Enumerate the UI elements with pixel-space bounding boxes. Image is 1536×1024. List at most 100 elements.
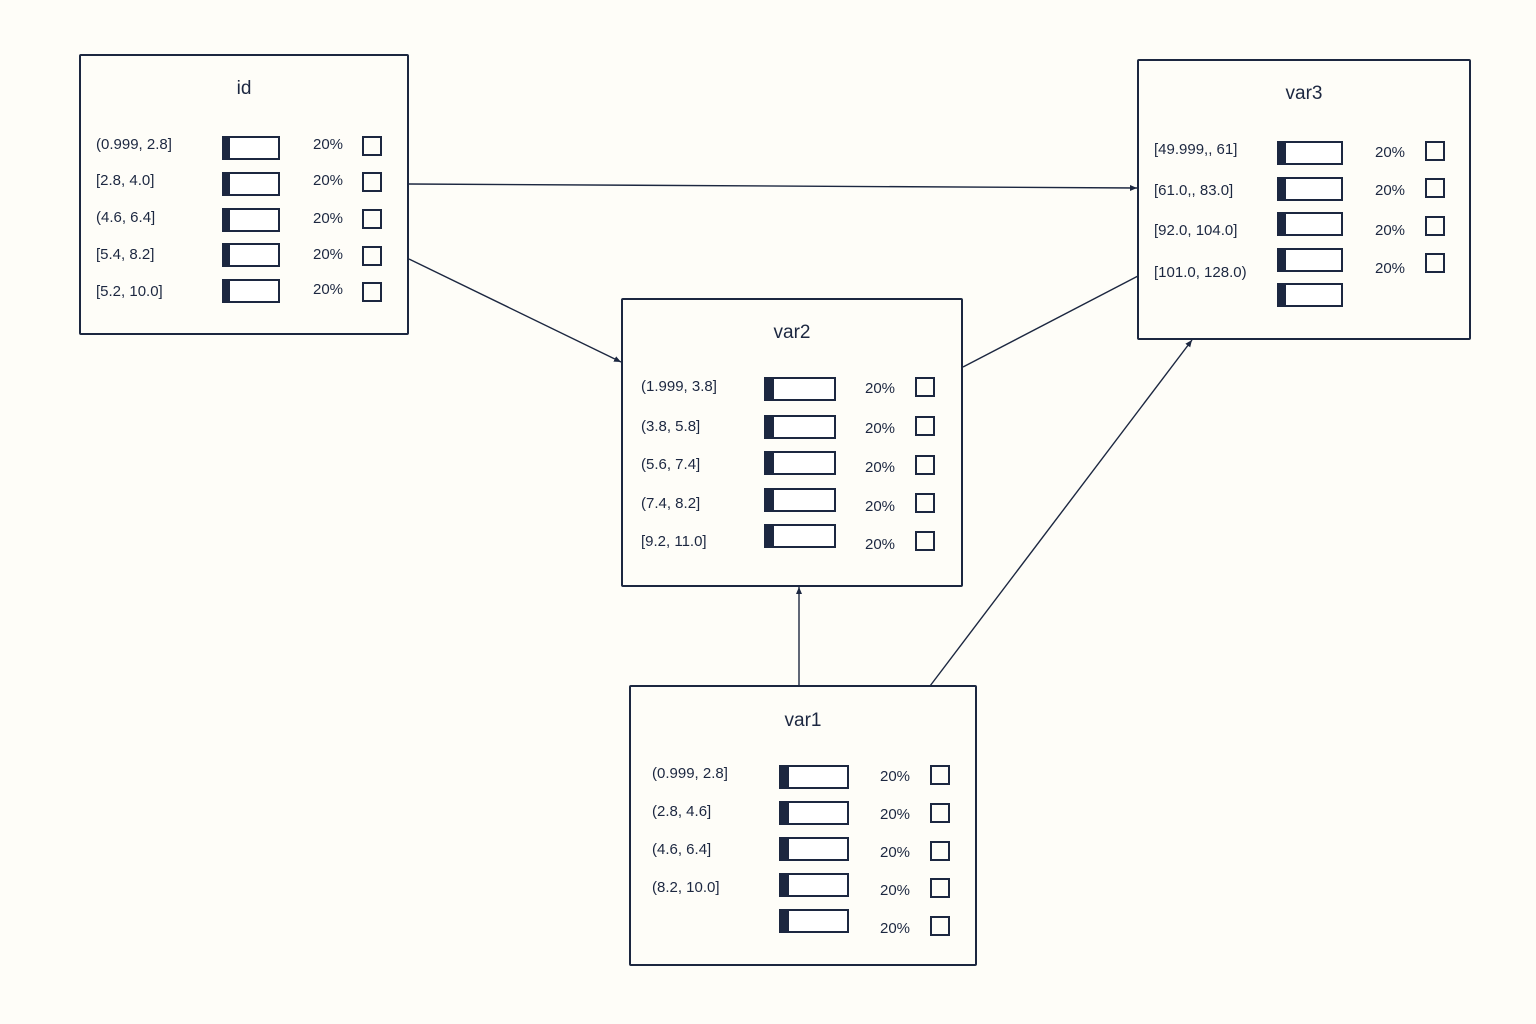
probability-bar xyxy=(779,765,849,789)
probability-bar xyxy=(764,451,836,475)
state-label: (0.999, 2.8] xyxy=(652,765,728,782)
probability-bar xyxy=(222,279,280,303)
node-var3[interactable]: var3 [49.999,, 61] 20% [61.0,, 83.0] 20%… xyxy=(1137,59,1471,340)
state-label: [61.0,, 83.0] xyxy=(1154,182,1234,199)
probability-percent: 20% xyxy=(865,380,896,397)
probability-bar xyxy=(1277,177,1343,201)
probability-percent: 20% xyxy=(313,210,344,227)
state-label: [101.0, 128.0) xyxy=(1154,264,1247,281)
state-checkbox[interactable] xyxy=(362,246,382,266)
probability-percent: 20% xyxy=(880,806,911,823)
probability-fill xyxy=(1279,214,1287,234)
state-checkbox[interactable] xyxy=(915,531,935,551)
probability-fill xyxy=(766,379,775,399)
state-checkbox[interactable] xyxy=(930,878,950,898)
probability-fill xyxy=(224,281,231,301)
state-checkbox[interactable] xyxy=(362,172,382,192)
edge-id-to-var2 xyxy=(408,258,622,363)
state-checkbox[interactable] xyxy=(915,377,935,397)
state-label: (1.999, 3.8] xyxy=(641,378,717,395)
state-checkbox[interactable] xyxy=(1425,253,1445,273)
node-id[interactable]: id (0.999, 2.8] 20% [2.8, 4.0] 20% (4.6,… xyxy=(79,54,409,335)
probability-bar xyxy=(764,488,836,512)
probability-fill xyxy=(224,210,231,230)
probability-percent: 20% xyxy=(865,536,896,553)
state-checkbox[interactable] xyxy=(930,916,950,936)
state-checkbox[interactable] xyxy=(362,209,382,229)
edge-var1-to-var3 xyxy=(929,339,1193,687)
probability-bar xyxy=(764,377,836,401)
node-title: var3 xyxy=(1285,83,1323,104)
probability-percent: 20% xyxy=(1375,182,1406,199)
probability-fill xyxy=(766,453,775,473)
probability-percent: 20% xyxy=(865,498,896,515)
probability-fill xyxy=(224,138,231,158)
probability-fill xyxy=(1279,179,1287,199)
probability-percent: 20% xyxy=(1375,144,1406,161)
probability-percent: 20% xyxy=(865,420,896,437)
state-label: [5.4, 8.2] xyxy=(96,246,155,263)
probability-fill xyxy=(781,767,789,787)
probability-percent: 20% xyxy=(313,281,344,298)
node-var1[interactable]: var1 (0.999, 2.8] 20% (2.8, 4.6] 20% (4.… xyxy=(629,685,977,966)
state-label: [92.0, 104.0] xyxy=(1154,222,1238,239)
state-checkbox[interactable] xyxy=(930,765,950,785)
probability-bar xyxy=(779,801,849,825)
probability-fill xyxy=(224,245,231,265)
probability-fill xyxy=(781,803,789,823)
state-checkbox[interactable] xyxy=(1425,141,1445,161)
state-checkbox[interactable] xyxy=(915,416,935,436)
state-checkbox[interactable] xyxy=(915,455,935,475)
node-title: var1 xyxy=(784,710,822,731)
state-label: [5.2, 10.0] xyxy=(96,283,163,300)
state-label: (5.6, 7.4] xyxy=(641,456,701,473)
probability-bar xyxy=(1277,248,1343,272)
state-label: (3.8, 5.8] xyxy=(641,418,701,435)
probability-percent: 20% xyxy=(880,768,911,785)
probability-fill xyxy=(1279,285,1287,305)
probability-fill xyxy=(224,174,231,194)
probability-fill xyxy=(766,526,775,546)
probability-fill xyxy=(781,875,789,895)
probability-percent: 20% xyxy=(1375,222,1406,239)
probability-percent: 20% xyxy=(865,459,896,476)
probability-percent: 20% xyxy=(880,844,911,861)
probability-bar xyxy=(1277,141,1343,165)
edge-var2-to-var3 xyxy=(962,275,1139,368)
probability-percent: 20% xyxy=(880,882,911,899)
state-checkbox[interactable] xyxy=(930,803,950,823)
probability-fill xyxy=(781,839,789,859)
probability-fill xyxy=(1279,250,1287,270)
node-var2[interactable]: var2 (1.999, 3.8] 20% (3.8, 5.8] 20% (5.… xyxy=(621,298,963,587)
probability-bar xyxy=(1277,212,1343,236)
probability-fill xyxy=(1279,143,1287,163)
state-label: (4.6, 6.4] xyxy=(96,209,156,226)
state-checkbox[interactable] xyxy=(915,493,935,513)
probability-percent: 20% xyxy=(1375,260,1406,277)
edge-id-to-var3 xyxy=(408,183,1138,191)
state-label: [2.8, 4.0] xyxy=(96,172,155,189)
probability-bar xyxy=(764,524,836,548)
state-checkbox[interactable] xyxy=(930,841,950,861)
probability-percent: 20% xyxy=(313,246,344,263)
state-label: (7.4, 8.2] xyxy=(641,495,701,512)
state-label: (8.2, 10.0] xyxy=(652,879,720,896)
probability-bar xyxy=(222,136,280,160)
state-label: (0.999, 2.8] xyxy=(96,136,172,153)
state-checkbox[interactable] xyxy=(1425,178,1445,198)
probability-percent: 20% xyxy=(880,920,911,937)
probability-fill xyxy=(766,490,775,510)
state-checkbox[interactable] xyxy=(362,282,382,302)
probability-percent: 20% xyxy=(313,172,344,189)
state-checkbox[interactable] xyxy=(1425,216,1445,236)
probability-bar xyxy=(764,415,836,439)
node-title: var2 xyxy=(773,322,811,343)
probability-fill xyxy=(766,417,775,437)
state-checkbox[interactable] xyxy=(362,136,382,156)
state-label: [49.999,, 61] xyxy=(1154,141,1238,158)
probability-bar xyxy=(779,837,849,861)
probability-bar xyxy=(222,208,280,232)
probability-bar xyxy=(779,873,849,897)
state-label: [9.2, 11.0] xyxy=(641,533,707,550)
